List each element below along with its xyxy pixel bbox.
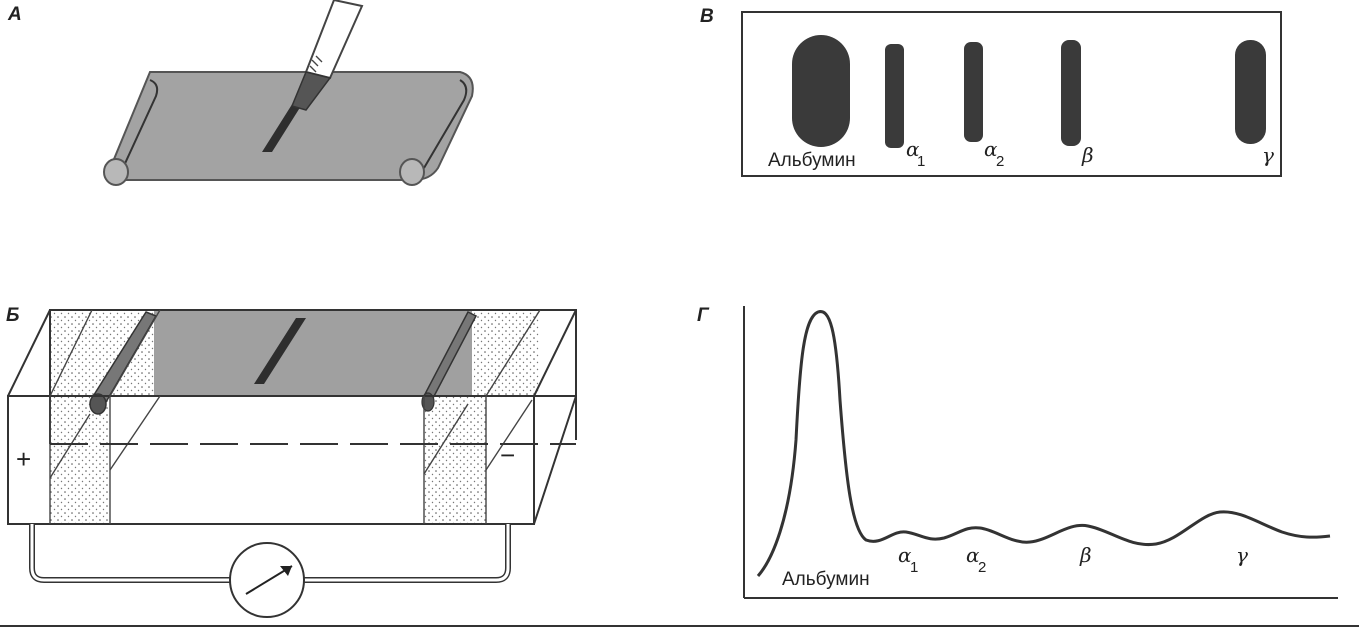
label-alpha2-g: α <box>966 543 980 567</box>
panel-v-label: В <box>700 6 714 27</box>
band-beta <box>1061 40 1081 146</box>
label-alpha1-v-sub: 1 <box>917 153 925 170</box>
label-alpha1-g-sub: 1 <box>910 559 918 576</box>
label-albumin-v: Альбумин <box>768 150 856 171</box>
label-alpha2-v-sub: 2 <box>996 153 1004 170</box>
label-beta-v: β <box>1081 143 1094 167</box>
label-albumin-g: Альбумин <box>782 569 870 590</box>
label-alpha1-v: α <box>906 137 920 161</box>
left-roll <box>121 79 159 171</box>
panel-g: Г Альбумин α 1 α 2 β γ <box>697 305 1338 599</box>
label-gamma-g: γ <box>1236 543 1248 567</box>
chamber-box <box>7 309 577 525</box>
chamber-paper-strip <box>154 310 472 396</box>
panel-b-label: Б <box>6 305 19 326</box>
label-alpha2-v: α <box>984 137 998 161</box>
applicator-tip <box>290 71 332 111</box>
band-albumin <box>792 35 850 147</box>
left-wire <box>29 524 232 583</box>
left-buffer <box>50 310 160 524</box>
band-gamma <box>1235 40 1266 144</box>
panel-a-label: А <box>7 4 22 25</box>
label-alpha1-g: α <box>898 543 912 567</box>
left-roll-end <box>103 158 129 186</box>
right-wire <box>302 524 511 583</box>
chamber-sample-band <box>254 318 306 384</box>
band-alpha1 <box>885 44 904 148</box>
right-roll <box>423 79 468 169</box>
anode-sign: + <box>16 444 31 474</box>
applicator <box>304 0 364 80</box>
right-wick-end <box>421 392 435 412</box>
panel-g-label: Г <box>697 305 710 326</box>
right-roll-end <box>399 158 425 186</box>
right-buffer <box>424 310 540 524</box>
sample-band <box>262 98 306 152</box>
label-gamma-v: γ <box>1262 143 1274 167</box>
label-beta-g: β <box>1079 543 1092 567</box>
cathode-sign: − <box>500 440 515 470</box>
meter-arrowhead <box>280 566 292 576</box>
panel-v: В Альбумин α 1 α 2 β γ <box>700 6 1282 177</box>
densitogram-curve <box>756 310 1331 577</box>
band-alpha2 <box>964 42 983 142</box>
applicator-bristles <box>309 55 323 73</box>
meter-icon <box>229 542 305 618</box>
panel-b: Б <box>6 305 577 618</box>
panel-a: А <box>7 0 474 186</box>
left-wick-end <box>89 393 107 415</box>
label-alpha2-g-sub: 2 <box>978 559 986 576</box>
